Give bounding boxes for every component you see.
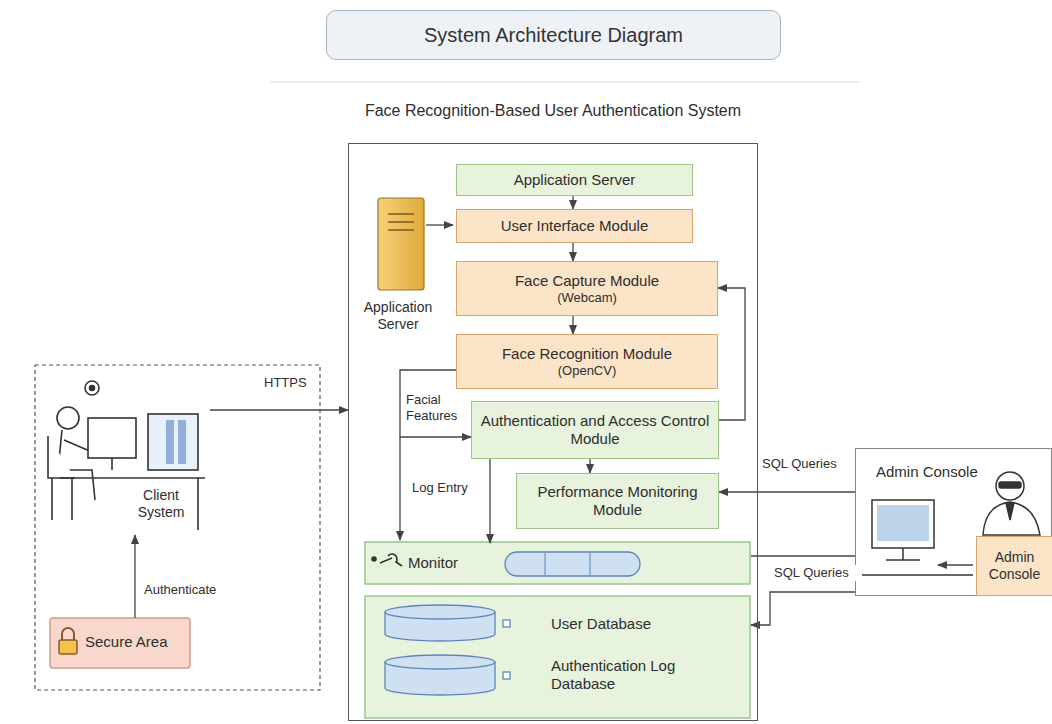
client-illustration (48, 381, 205, 530)
process-box: Performance Monitoring Module (516, 473, 719, 529)
node-label: Secure Area (85, 633, 185, 651)
node-label: Application Server (514, 171, 636, 189)
client-node: Client System (45, 395, 210, 535)
edge-label: Authenticate (142, 582, 231, 598)
process-box: User Interface Module (456, 209, 693, 243)
wrench-icon (372, 554, 402, 566)
node-label: User Interface Module (501, 217, 649, 235)
database-pill (505, 552, 640, 576)
node-subtext: (Webcam) (557, 290, 617, 306)
lock-icon (59, 628, 77, 654)
connector (751, 592, 855, 625)
connector (718, 288, 745, 420)
edge-label: Log Entry (410, 480, 484, 496)
database-panel (365, 596, 750, 718)
monitor-band (365, 542, 750, 584)
edge-label: Facial Features (404, 392, 470, 423)
server-container: Application ServerApplication ServerUser… (348, 143, 758, 721)
process-box: Face Recognition Module(OpenCV) (456, 334, 718, 389)
connector (751, 555, 855, 556)
process-box: Authentication and Access Control Module (471, 401, 719, 459)
database-node: User Database (381, 605, 751, 645)
connector (489, 459, 490, 543)
subtitle-text: Face Recognition-Based User Authenticati… (363, 101, 743, 120)
node-label: Monitor (408, 554, 498, 572)
title-text: System Architecture Diagram (424, 23, 683, 47)
edge-label: HTTPS (262, 375, 318, 391)
edge-label: SQL Queries (760, 456, 854, 472)
database-cylinder (385, 655, 510, 695)
connector (719, 491, 855, 492)
node-label: Face Capture Module (515, 272, 659, 290)
client-boundary (35, 365, 320, 690)
title-box: System Architecture Diagram (326, 10, 781, 60)
connector (210, 409, 348, 410)
server-icon (378, 198, 424, 290)
database-node: Authentication Log Database (381, 651, 751, 713)
server-arrow (426, 224, 453, 225)
divider-line (270, 82, 860, 83)
monitor-band: Monitor (366, 543, 751, 585)
process-box: Face Capture Module(Webcam) (456, 261, 718, 316)
database-cylinder (385, 605, 510, 641)
node-label: Face Recognition Module (502, 345, 672, 363)
connector (589, 459, 590, 473)
connector (572, 196, 573, 209)
node-label: Application Server (355, 299, 441, 333)
node-label: Authentication and Access Control Module (472, 412, 718, 448)
admin-panel: Admin ConsoleAdmin Console (855, 448, 1052, 596)
node-label: User Database (551, 615, 731, 633)
admin-arrow (938, 564, 973, 565)
node-subtext: (OpenCV) (558, 363, 617, 379)
node-label: Admin Console (876, 463, 996, 481)
node-label: Authentication Log Database (551, 657, 701, 693)
node-label: Performance Monitoring Module (517, 483, 718, 519)
process-box: Application Server (456, 164, 693, 196)
connector (134, 535, 135, 618)
node-label: Client System (130, 487, 192, 521)
secure-area-box: Secure Area (50, 618, 190, 668)
admin-box: Admin Console (976, 536, 1052, 596)
log-arrow (399, 437, 400, 540)
connector (572, 243, 573, 261)
secure-area-box (50, 618, 190, 668)
edge-label: SQL Queries (772, 565, 858, 581)
node-label: Admin Console (977, 549, 1052, 583)
connector-layer (135, 196, 855, 625)
connector (572, 316, 573, 334)
